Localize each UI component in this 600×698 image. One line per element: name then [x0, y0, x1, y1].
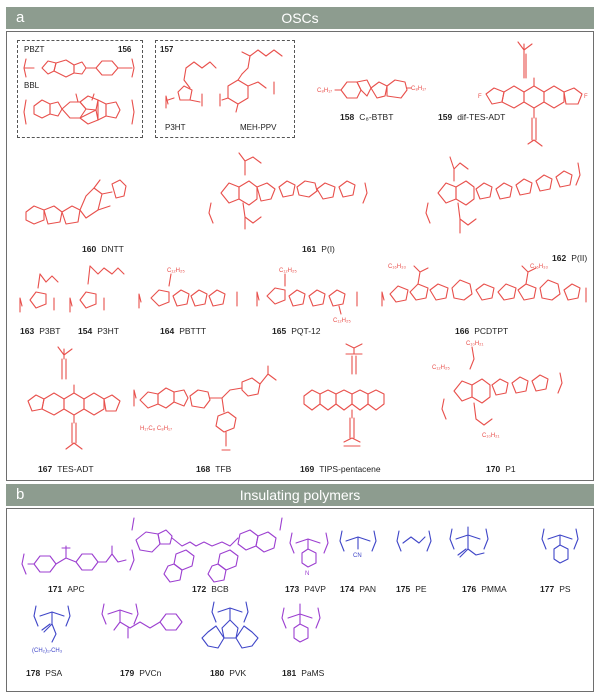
structure-177-ps — [541, 528, 579, 564]
structure-158-label-left: C₈H₁₇ — [317, 88, 332, 94]
structure-180-pvk — [201, 601, 259, 649]
structure-154-p3ht — [69, 265, 125, 313]
structure-166-sidechain-2: C₁₆H₃₃ — [530, 264, 549, 270]
structure-156-pbzt — [23, 58, 135, 78]
structure-173-atom-n: N — [305, 571, 309, 577]
structure-162-p2 — [425, 156, 581, 234]
box-157-left-name: P3HT — [165, 123, 186, 132]
panel-b — [6, 508, 594, 692]
box-157-right-name: MEH-PPV — [240, 123, 277, 132]
structure-165-pqt12: C₁₂H₂₅ C₁₂H₂₅ — [256, 268, 358, 324]
structure-166-sidechain-1: C₁₆H₃₃ — [388, 264, 407, 270]
structure-156-bbl — [23, 93, 135, 125]
box-156-top-name: PBZT — [24, 45, 45, 54]
structure-163-p3bt — [19, 273, 59, 313]
structure-158-label-right: C₈H₁₇ — [411, 86, 426, 92]
structure-164-pbttt: C₁₂H₂₅ — [138, 268, 238, 309]
box-156-number: 156 — [118, 45, 132, 54]
panel-b-header: b Insulating polymers — [6, 484, 594, 506]
box-156-bottom-name: BBL — [24, 81, 40, 90]
structure-173-p4vp: N — [289, 532, 329, 577]
panel-a-title: OSCs — [281, 10, 319, 26]
structure-178-psa: (CH₂)₁₇CH₃ — [32, 605, 71, 654]
structure-168-sidechain: H₁₇C₈ C₈H₁₇ — [140, 426, 172, 432]
structure-172-bcb — [131, 517, 283, 583]
box-157-number: 157 — [160, 45, 174, 54]
structure-170-sidechain-top: C₁₀H₂₁ — [466, 341, 484, 347]
panel-b-title: Insulating polymers — [239, 487, 361, 503]
structure-161-p1 — [208, 152, 368, 230]
structure-176-pmma — [449, 526, 489, 558]
structure-159-atom-f-right: F — [584, 94, 588, 100]
structure-159-diftesadt: F F — [478, 41, 588, 147]
structure-171-apc — [21, 545, 135, 575]
panel-a-letter: a — [16, 9, 25, 26]
structure-164-sidechain: C₁₂H₂₅ — [167, 268, 185, 274]
structure-165-sidechain-top: C₁₂H₂₅ — [279, 268, 297, 274]
structure-179-pvcn — [101, 603, 183, 639]
structure-169-tipspentacene — [303, 343, 385, 447]
structure-157-mehppv — [219, 49, 283, 113]
structure-160-dntt — [25, 179, 127, 225]
structure-165-sidechain-bottom: C₁₂H₂₅ — [333, 318, 351, 324]
structure-168-tfb: H₁₇C₈ C₈H₁₇ — [133, 365, 277, 451]
structure-170-p1: C₁₀H₂₁ C₁₂H₂₅ C₁₀H₂₁ — [432, 341, 563, 439]
structure-178-sidechain: (CH₂)₁₇CH₃ — [32, 648, 63, 654]
structure-174-group-cn: CN — [353, 553, 362, 559]
box-156 — [17, 40, 143, 138]
panel-a-header: a OSCs — [6, 7, 594, 29]
structure-159-atom-f-left: F — [478, 94, 482, 100]
structure-167-tesadt — [27, 346, 121, 450]
box-157 — [155, 40, 295, 138]
structure-170-sidechain-bottom: C₁₀H₂₁ — [482, 433, 500, 439]
structure-158-c8btbt: C₈H₁₇ C₈H₁₇ — [317, 79, 426, 99]
structure-170-sidechain-mid: C₁₂H₂₅ — [432, 365, 450, 371]
structure-157-p3ht — [165, 61, 217, 109]
structure-166-pcdtpt: C₁₆H₃₃ C₁₆H₃₃ — [381, 264, 587, 307]
structure-174-pan: CN — [339, 530, 377, 559]
structure-175-pe — [396, 530, 432, 552]
structure-181-pams — [281, 603, 321, 643]
panel-b-letter: b — [16, 486, 25, 503]
